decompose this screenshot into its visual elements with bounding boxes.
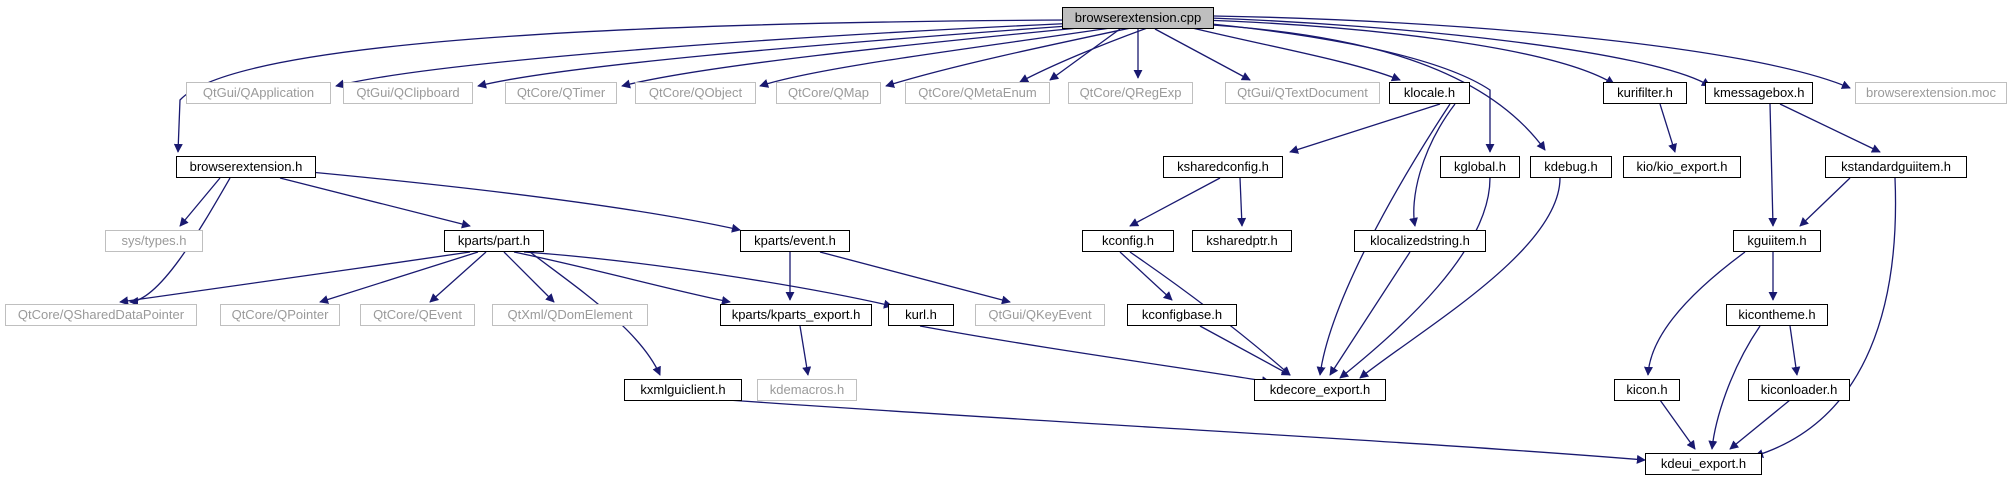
- node-kparts-export[interactable]: kparts/kparts_export.h: [720, 304, 872, 326]
- node-kio-export[interactable]: kio/kio_export.h: [1623, 156, 1741, 178]
- node-browserextension-h[interactable]: browserextension.h: [176, 156, 316, 178]
- dependency-edge: [1659, 399, 1696, 450]
- dependency-edge: [1154, 28, 1251, 81]
- dependency-edge: [279, 177, 471, 229]
- node-kurifilter[interactable]: kurifilter.h: [1603, 82, 1687, 104]
- dependency-edge: [1779, 103, 1881, 153]
- node-kmessagebox[interactable]: kmessagebox.h: [1705, 82, 1813, 104]
- node-qevent[interactable]: QtCore/QEvent: [360, 304, 475, 326]
- node-browserextension-cpp[interactable]: browserextension.cpp: [1062, 7, 1214, 29]
- dependency-edge: [523, 251, 893, 309]
- dependency-edge: [1289, 103, 1441, 154]
- dependency-edge: [1194, 23, 1546, 151]
- node-kguiitem[interactable]: kguiitem.h: [1733, 230, 1821, 252]
- dependency-edge: [513, 251, 731, 305]
- node-qmap[interactable]: QtCore/QMap: [776, 82, 881, 104]
- node-qmetaenum[interactable]: QtCore/QMetaEnum: [905, 82, 1050, 104]
- dependency-edge: [179, 177, 221, 227]
- dependency-edge: [1799, 177, 1851, 227]
- dependency-edge: [503, 251, 555, 303]
- dependency-edge: [1754, 177, 1897, 458]
- dependency-edge: [1729, 399, 1791, 450]
- dependency-edge: [1179, 24, 1401, 82]
- dependency-edge: [885, 25, 1141, 88]
- dependency-edge: [173, 19, 1071, 153]
- node-kdemacros[interactable]: kdemacros.h: [757, 379, 857, 401]
- node-qshareddatapointer[interactable]: QtCore/QSharedDataPointer: [5, 304, 197, 326]
- node-kurl[interactable]: kurl.h: [888, 304, 954, 326]
- dependency-edge: [759, 24, 1131, 88]
- dependency-edge: [1199, 325, 1291, 376]
- dependency-edge: [819, 251, 1011, 305]
- dependency-edge: [1049, 28, 1121, 81]
- node-ksharedptr[interactable]: ksharedptr.h: [1192, 230, 1292, 252]
- dependency-edge: [621, 23, 1121, 89]
- node-kdeui-export[interactable]: kdeui_export.h: [1645, 453, 1762, 475]
- dependency-edge: [1199, 19, 1615, 85]
- dependency-edge: [1789, 325, 1801, 376]
- node-kstandardguiitem[interactable]: kstandardguiitem.h: [1825, 156, 1967, 178]
- node-kdecore-export[interactable]: kdecore_export.h: [1254, 379, 1386, 401]
- node-kdebug[interactable]: kdebug.h: [1530, 156, 1612, 178]
- node-kiconloader[interactable]: kiconloader.h: [1748, 379, 1850, 401]
- dependency-edge: [1329, 251, 1411, 376]
- dependency-edge: [1129, 177, 1221, 227]
- dependency-edge: [319, 251, 479, 304]
- node-qkeyevent[interactable]: QtGui/QKeyEvent: [975, 304, 1105, 326]
- dependency-edge: [1643, 251, 1746, 376]
- dependency-edge: [429, 251, 487, 303]
- dependency-edge: [1659, 103, 1677, 153]
- node-qtextdocument[interactable]: QtGui/QTextDocument: [1225, 82, 1380, 104]
- node-ksharedconfig[interactable]: ksharedconfig.h: [1163, 156, 1283, 178]
- node-sys-types[interactable]: sys/types.h: [105, 230, 203, 252]
- node-qtimer[interactable]: QtCore/QTimer: [505, 82, 617, 104]
- node-kparts-event[interactable]: kparts/event.h: [740, 230, 850, 252]
- dependency-edge: [1339, 177, 1491, 379]
- dependency-edge: [1019, 26, 1151, 83]
- dependency-edge: [799, 325, 812, 376]
- node-kparts-part[interactable]: kparts/part.h: [444, 230, 544, 252]
- node-kicon[interactable]: kicon.h: [1614, 379, 1680, 401]
- node-klocalizedstring[interactable]: klocalizedstring.h: [1354, 230, 1486, 252]
- node-qclipboard[interactable]: QtGui/QClipboard: [343, 82, 473, 104]
- node-kxmlguiclient[interactable]: kxmlguiclient.h: [624, 379, 742, 401]
- dependency-edge: [129, 177, 231, 306]
- dependency-edge: [1237, 177, 1247, 227]
- node-kglobal[interactable]: kglobal.h: [1440, 156, 1520, 178]
- dependency-edge: [1708, 325, 1761, 450]
- node-qapplication[interactable]: QtGui/QApplication: [186, 82, 331, 104]
- dependency-edge: [119, 251, 471, 306]
- dependency-edge: [309, 171, 741, 233]
- node-browserextension-moc[interactable]: browserextension.moc: [1855, 82, 2007, 104]
- dependency-edge: [335, 21, 1101, 89]
- dependency-edge: [1359, 177, 1561, 379]
- node-kconfigbase[interactable]: kconfigbase.h: [1127, 304, 1237, 326]
- dependency-edge: [1119, 251, 1173, 301]
- node-qdomelement[interactable]: QtXml/QDomElement: [492, 304, 648, 326]
- dependency-edge: [699, 397, 1646, 464]
- node-qpointer[interactable]: QtCore/QPointer: [220, 304, 340, 326]
- node-kconfig[interactable]: kconfig.h: [1082, 230, 1174, 252]
- node-qobject[interactable]: QtCore/QObject: [635, 82, 756, 104]
- node-klocale[interactable]: klocale.h: [1389, 82, 1470, 104]
- dependency-edge: [919, 325, 1271, 386]
- dependency-edge: [1768, 103, 1778, 227]
- dependency-edge: [1209, 17, 1711, 87]
- node-kicontheme[interactable]: kicontheme.h: [1726, 304, 1828, 326]
- node-qregexp[interactable]: QtCore/QRegExp: [1068, 82, 1193, 104]
- dependency-edge: [1409, 103, 1456, 227]
- dependency-edge: [477, 22, 1111, 89]
- dependency-edge: [1213, 15, 1851, 89]
